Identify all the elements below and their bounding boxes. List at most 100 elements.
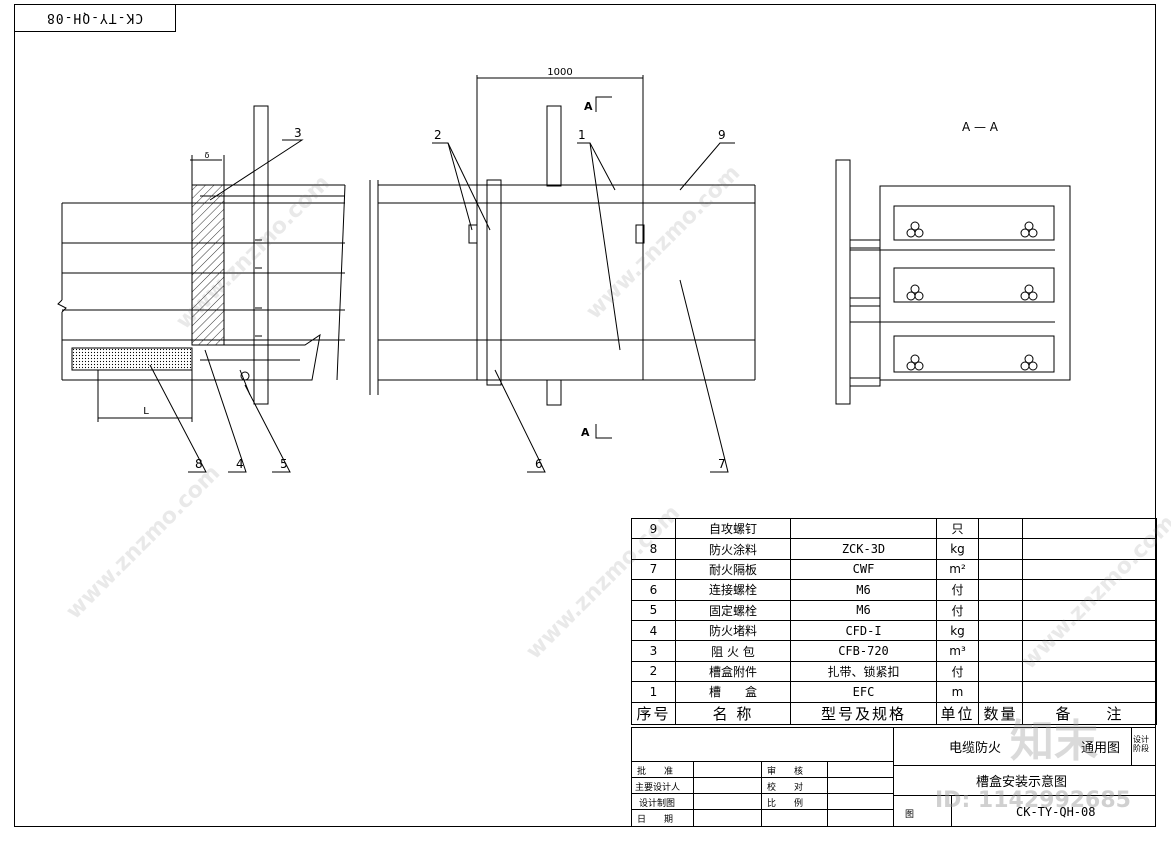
drawing-code-box: CK-TY-QH-08 xyxy=(14,4,176,32)
callout-1: 1 xyxy=(578,128,586,142)
bom-unit: m xyxy=(936,681,979,703)
bom-name: 防火涂料 xyxy=(675,538,791,560)
section-aa xyxy=(835,159,1071,405)
callout-9: 9 xyxy=(718,128,726,142)
bom-qty xyxy=(978,660,1023,683)
bom-qty xyxy=(978,517,1023,540)
callout-8: 8 xyxy=(195,457,203,471)
bom-name: 耐火隔板 xyxy=(675,558,791,581)
bom-header-note: 备 注 xyxy=(1022,701,1157,725)
bom-spec: CWF xyxy=(790,558,937,581)
bom-spec: 扎带、锁紧扣 xyxy=(790,660,937,683)
center-tray xyxy=(378,75,756,406)
bom-qty xyxy=(978,538,1023,560)
callout-7: 7 xyxy=(718,457,726,471)
drawing-no-label: 图 xyxy=(905,810,915,820)
bom-unit: kg xyxy=(936,538,979,560)
bom-spec xyxy=(790,517,937,540)
bom-no: 1 xyxy=(631,681,676,703)
callout-5: 5 xyxy=(280,457,288,471)
section-markers xyxy=(595,96,612,439)
title-block: 电缆防火 通用图 设计阶段 槽盒安装示意图 图 CK-TY-QH-08 批 准 … xyxy=(631,727,1156,827)
role-approve: 批 准 xyxy=(637,767,674,777)
wall-and-cable xyxy=(71,105,321,422)
bom-name: 固定螺栓 xyxy=(675,599,791,621)
section-marker-top: A xyxy=(584,100,593,113)
bom-note xyxy=(1022,640,1157,662)
bom-no: 8 xyxy=(631,538,676,560)
bom-header-row: 序号名 称型号及规格单位数量备 注 xyxy=(631,701,1157,725)
callout-6: 6 xyxy=(535,457,543,471)
bom-spec: M6 xyxy=(790,599,937,621)
bom-header-name: 名 称 xyxy=(675,701,791,725)
bom-no: 3 xyxy=(631,640,676,662)
bom-no: 5 xyxy=(631,599,676,621)
bom-name: 防火堵料 xyxy=(675,619,791,642)
bom-note xyxy=(1022,517,1157,540)
bom-qty xyxy=(978,558,1023,581)
callout-labels: 3 2 1 9 8 4 5 6 7 xyxy=(195,126,726,471)
section-title: A — A xyxy=(962,120,999,134)
bom-no: 6 xyxy=(631,579,676,601)
bom-unit: 付 xyxy=(936,579,979,601)
role-drafter: 设计制图 xyxy=(639,799,676,809)
bom-name: 槽盒附件 xyxy=(675,660,791,683)
role-lead-designer: 主要设计人 xyxy=(635,783,681,793)
role-scale: 比 例 xyxy=(767,799,804,809)
bom-header-spec: 型号及规格 xyxy=(790,701,937,725)
bom-no: 4 xyxy=(631,619,676,642)
bom-name: 连接螺栓 xyxy=(675,579,791,601)
dimension-L: L xyxy=(143,406,149,417)
bom-spec: ZCK-3D xyxy=(790,538,937,560)
drawing-no-value: CK-TY-QH-08 xyxy=(1016,805,1096,819)
bom-unit: 付 xyxy=(936,660,979,683)
role-review: 审 核 xyxy=(767,767,804,777)
bom-qty xyxy=(978,579,1023,601)
bom-no: 7 xyxy=(631,558,676,581)
bom-qty xyxy=(978,619,1023,642)
bom-note xyxy=(1022,681,1157,703)
callout-4: 4 xyxy=(236,457,244,471)
bom-header-unit: 单位 xyxy=(936,701,979,725)
fire-block-hatch xyxy=(191,184,225,346)
bom-note xyxy=(1022,579,1157,601)
bom-spec: CFD-I xyxy=(790,619,937,642)
bom-spec: M6 xyxy=(790,579,937,601)
drawing-frame xyxy=(14,4,1156,827)
bom-note xyxy=(1022,558,1157,581)
dimension-delta: δ xyxy=(205,151,210,160)
bom-header-qty: 数量 xyxy=(978,701,1023,725)
bom-name: 阻 火 包 xyxy=(675,640,791,662)
callout-3: 3 xyxy=(294,126,302,140)
general-drawing-label: 通用图 xyxy=(1081,741,1121,756)
bom-name: 槽 盒 xyxy=(675,681,791,703)
bom-qty xyxy=(978,599,1023,621)
bom-no: 9 xyxy=(631,517,676,540)
bom-spec: EFC xyxy=(790,681,937,703)
drawing-name: 槽盒安装示意图 xyxy=(976,775,1068,790)
role-check: 校 对 xyxy=(767,783,804,793)
bom-unit: kg xyxy=(936,619,979,642)
section-marker-bottom: A xyxy=(581,426,590,439)
bom-unit: m² xyxy=(936,558,979,581)
bom-note xyxy=(1022,538,1157,560)
leader-lines xyxy=(149,139,735,473)
project-name: 电缆防火 xyxy=(949,741,1002,756)
dimension-1000: 1000 xyxy=(547,67,572,78)
role-date: 日 期 xyxy=(637,815,674,825)
bom-name: 自攻螺钉 xyxy=(675,517,791,540)
bom-unit: 付 xyxy=(936,599,979,621)
bom-note xyxy=(1022,660,1157,683)
bom-note xyxy=(1022,599,1157,621)
bom-note xyxy=(1022,619,1157,642)
